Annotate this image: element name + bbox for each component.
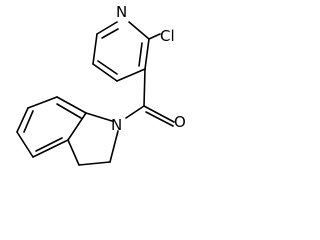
indoline-benzene-ring (16, 96, 87, 158)
pyridine-ring (92, 21, 150, 82)
bond-c-cl (148, 33, 161, 40)
bond-py-double-c6-n1 (101, 28, 119, 39)
bond-bz-double-c4-c3a (35, 137, 63, 152)
bond-carbonyl-co-1 (143, 105, 175, 123)
bond-carbonyl-n (125, 105, 145, 119)
atom-label-chlorine: Cl (160, 27, 175, 45)
atom-label-pyridine-n: N (116, 3, 127, 21)
bond-n-c2 (109, 130, 119, 163)
bond-c3-c3a (67, 139, 80, 166)
bond-py-n1-c2 (128, 21, 150, 40)
bond-bz-c4-c3a (32, 139, 69, 158)
bond-py-double-c4-c5 (97, 60, 118, 75)
bond-bz-double-c6-c5 (23, 110, 34, 133)
bond-carbonyl-co-2 (145, 111, 174, 127)
bond-py-c2-c3 (144, 38, 150, 70)
bond-bz-c7a-c3a (67, 112, 87, 141)
bond-ring-carbonyl (143, 68, 146, 107)
atom-label-carbonyl-o: O (174, 113, 186, 131)
atom-label-indoline-n: N (111, 116, 122, 134)
bond-py-c6-n1 (96, 21, 118, 35)
bond-py-c4-c5 (92, 63, 118, 82)
bond-bz-c5-c4 (16, 131, 34, 158)
bond-c2-c3 (78, 161, 111, 166)
bond-bz-c7a-c7 (56, 96, 87, 114)
bond-n-c7a (85, 112, 113, 122)
chemical-structure-diagram: N Cl O N (16, 3, 186, 166)
bond-py-c5-c6 (92, 33, 98, 65)
structure-canvas: N Cl O N (16, 3, 186, 166)
bond-bz-c6-c5 (16, 107, 29, 133)
bond-bz-double-c7a-c7 (56, 103, 82, 119)
bond-py-double-c2-c3 (138, 42, 143, 67)
bond-bz-c7-c6 (27, 96, 58, 109)
bond-py-c3-c4 (116, 68, 146, 82)
indoline-five-ring (67, 112, 119, 166)
